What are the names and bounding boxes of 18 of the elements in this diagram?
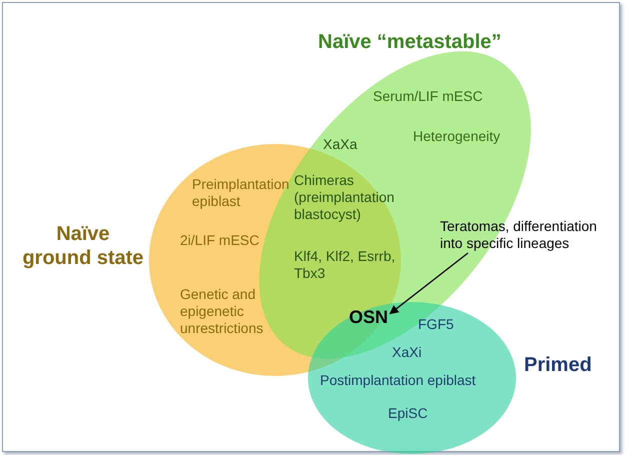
cell-line-label: EpiSC <box>388 405 428 422</box>
property-label: Genetic and epigenetic unrestrictions <box>180 286 264 337</box>
annotation-text: Teratomas, differentiation into specific lineages <box>440 218 620 252</box>
property-label: Heterogeneity <box>413 128 500 145</box>
arrow <box>389 252 468 314</box>
group-heading: Primed <box>524 353 592 377</box>
marker-label: Klf4, Klf2, Esrrb, Tbx3 <box>294 248 396 282</box>
group-heading: Naïve “metastable” <box>318 30 502 54</box>
marker-label: OSN <box>349 306 388 328</box>
property-label: XaXi <box>392 344 422 361</box>
group-heading: Naïve ground state <box>22 222 144 270</box>
condition-label: 2i/LIF mESC <box>180 232 260 249</box>
condition-label: Serum/LIF mESC <box>373 88 483 105</box>
marker-label: FGF5 <box>418 316 454 333</box>
stage-label: Preimplantation epiblast <box>192 176 290 210</box>
property-label: XaXa <box>323 136 358 153</box>
property-label: Chimeras (preimplantation blastocyst) <box>294 172 396 223</box>
stage-label: Postimplantation epiblast <box>320 372 476 389</box>
